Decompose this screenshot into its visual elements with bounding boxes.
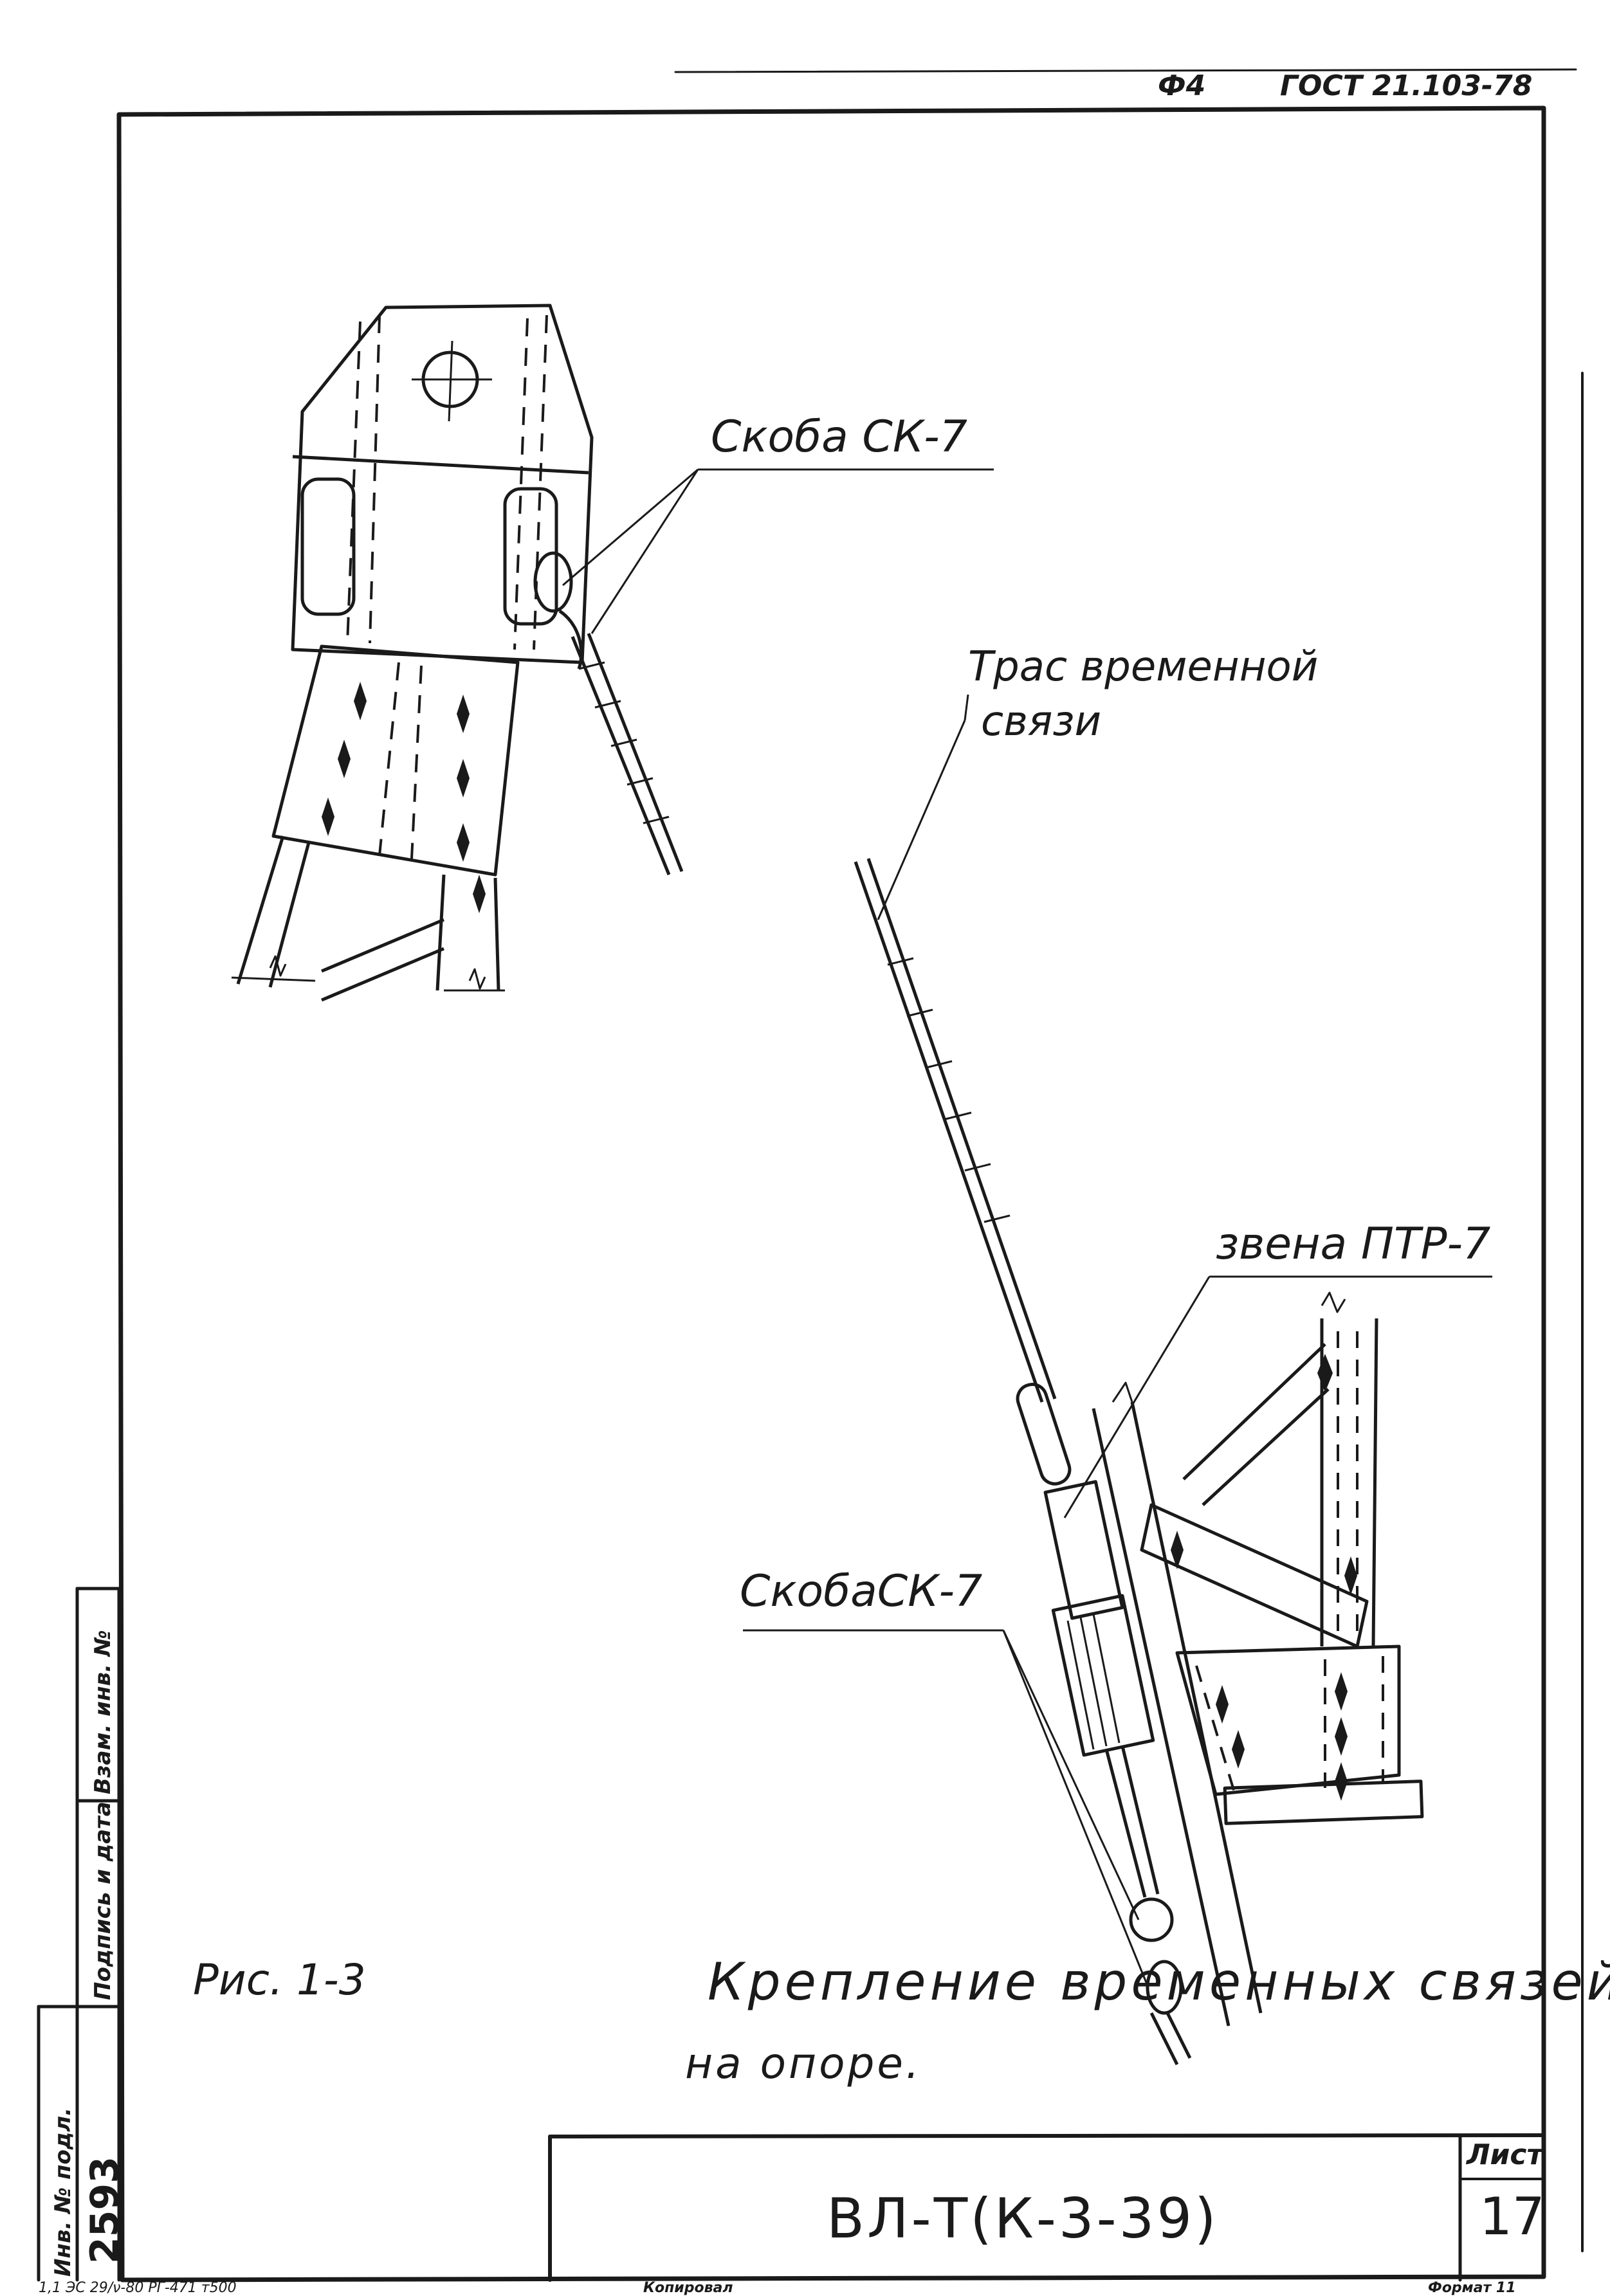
sheet-label: Лист xyxy=(1467,2138,1543,2171)
upper-support-detail xyxy=(231,304,994,1002)
caption-line1: Крепление временных связей xyxy=(708,1952,1610,2012)
label-bracket-bottom: СкобаСК-7 xyxy=(740,1566,983,1617)
side-inv-number-value: 2593 xyxy=(82,2156,127,2264)
side-label-signature: Подпись и дата xyxy=(90,1801,116,2000)
label-cable-line2: связи xyxy=(981,698,1102,745)
caption-line2: на опоре. xyxy=(685,2039,922,2088)
title-block xyxy=(548,2133,1546,2282)
side-label-inv-number: Инв. № подл. xyxy=(50,2107,76,2277)
footer-format-label: Формат 11 xyxy=(1428,2280,1516,2296)
drawing-frame xyxy=(116,105,1546,2282)
label-cable-line1: Трас временной xyxy=(968,643,1319,691)
side-stamp-frame xyxy=(37,1587,121,2282)
label-link: звена ПТР-7 xyxy=(1216,1219,1491,1270)
drawing-designation: ВЛ-Т(К-3-39) xyxy=(827,2187,1219,2251)
label-bracket-top: Скоба СК-7 xyxy=(711,412,967,462)
footer-order-text: 1,1 ЭС 29/ν-80 РГ-471 т500 xyxy=(39,2280,237,2296)
footer-copied-label: Копировал xyxy=(643,2280,733,2296)
standard-reference: ГОСТ 21.103-78 xyxy=(1280,69,1533,102)
temporary-cable xyxy=(854,694,1057,1403)
turnbuckle-link xyxy=(743,1275,1492,2066)
side-label-replace-inv: Взам. инв. № xyxy=(90,1630,116,1794)
header-rule xyxy=(674,68,1577,73)
sheet-number: 17 xyxy=(1479,2187,1545,2246)
figure-number: Рис. 1-3 xyxy=(193,1955,366,2005)
lower-support-structure xyxy=(1092,1291,1424,2027)
format-code: Ф4 xyxy=(1158,69,1206,102)
